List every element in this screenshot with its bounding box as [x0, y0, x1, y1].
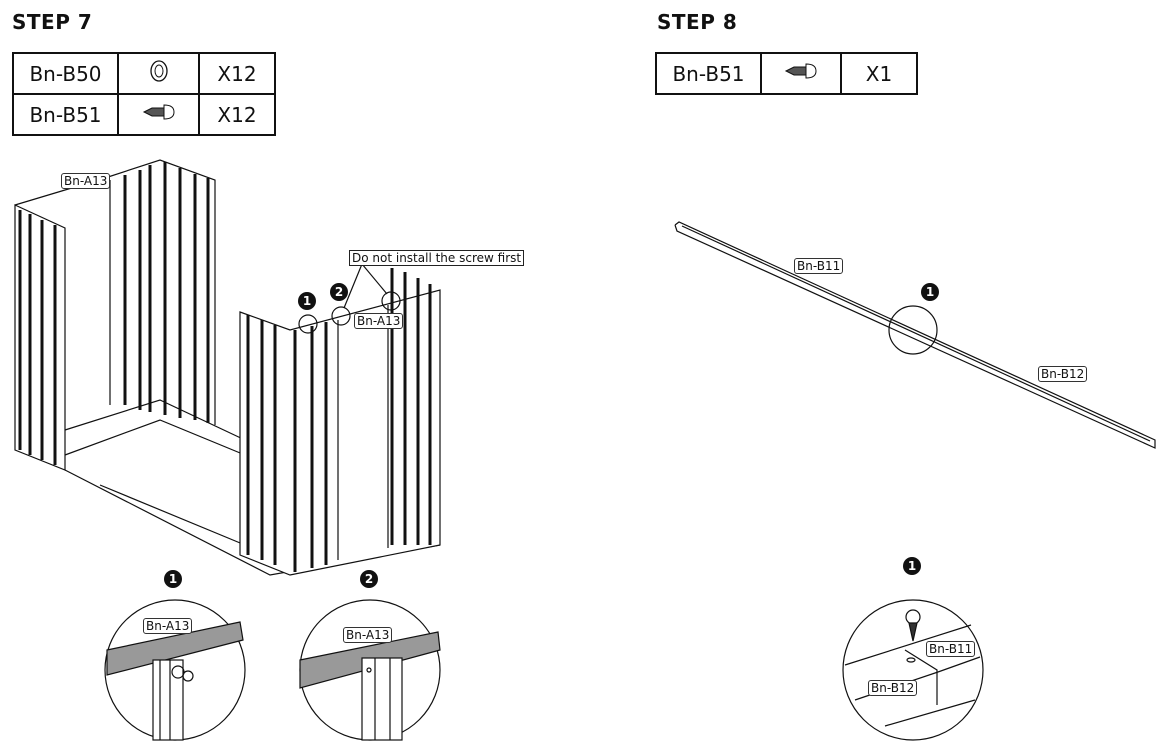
screw-icon — [760, 52, 842, 95]
detail-2-label: Bn-A13 — [343, 627, 393, 643]
beam-illustration — [674, 221, 1156, 449]
screw-icon — [117, 93, 200, 136]
step-7-title: STEP 7 — [12, 10, 93, 34]
detail-step8-illustration — [842, 599, 984, 741]
table-row: Bn-B51 X12 — [12, 93, 276, 136]
step-8-parts-table: Bn-B51 X1 — [655, 52, 918, 95]
part-qty: X1 — [840, 52, 918, 95]
detail-2-illustration — [299, 599, 441, 741]
detail-1-illustration — [104, 599, 246, 741]
label-bn-a13-left: Bn-A13 — [61, 173, 111, 189]
detail-marker-2: 2 — [360, 570, 378, 588]
step-7-parts-table: Bn-B50 X12 Bn-B51 X12 — [12, 52, 276, 136]
detail-label-bn-b11: Bn-B11 — [926, 641, 976, 657]
part-code: Bn-B51 — [12, 93, 119, 136]
label-bn-b11: Bn-B11 — [794, 258, 844, 274]
shed-illustration — [14, 159, 441, 576]
part-qty: X12 — [198, 93, 276, 136]
marker-2: 2 — [330, 283, 348, 301]
detail-marker-1: 1 — [903, 557, 921, 575]
note-do-not-install-screw: Do not install the screw first — [349, 250, 525, 266]
marker-1: 1 — [921, 283, 939, 301]
marker-1: 1 — [298, 292, 316, 310]
part-code: Bn-B51 — [655, 52, 762, 95]
detail-1-label: Bn-A13 — [143, 618, 193, 634]
part-code: Bn-B50 — [12, 52, 119, 95]
step-8-title: STEP 8 — [657, 10, 738, 34]
label-bn-a13-right: Bn-A13 — [354, 313, 404, 329]
part-qty: X12 — [198, 52, 276, 95]
washer-icon — [117, 52, 200, 95]
table-row: Bn-B50 X12 — [12, 52, 276, 95]
detail-marker-1: 1 — [164, 570, 182, 588]
table-row: Bn-B51 X1 — [655, 52, 918, 95]
detail-label-bn-b12: Bn-B12 — [868, 680, 918, 696]
label-bn-b12: Bn-B12 — [1038, 366, 1088, 382]
